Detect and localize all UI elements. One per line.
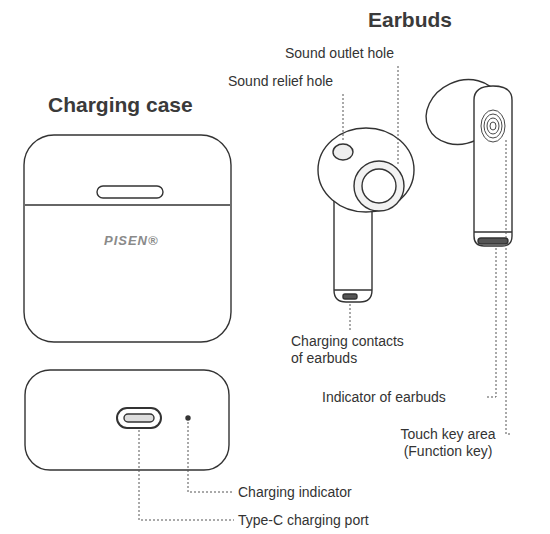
section-heading: Charging case [48, 92, 193, 117]
stem-band [334, 289, 372, 290]
section-heading: Earbuds [368, 7, 452, 32]
part-label: Sound outlet hole [285, 45, 394, 62]
fingerprint-icon [481, 110, 505, 142]
sound-outlet-hole [362, 169, 396, 203]
type-c-port-inner [124, 414, 154, 422]
leader-lines [139, 66, 510, 520]
earbud-indicator [478, 238, 508, 244]
part-label: Indicator of earbuds [322, 389, 446, 406]
sound-relief-hole [333, 144, 353, 160]
charging-case [24, 135, 231, 342]
earbud-head [318, 128, 414, 212]
part-label: Type-C charging port [238, 512, 369, 529]
part-label: Charging indicator [238, 484, 352, 501]
case-slot [97, 186, 163, 198]
type-c-port [117, 408, 161, 428]
charging-contacts [343, 294, 357, 299]
part-label: Sound relief hole [228, 73, 333, 90]
part-label: Touch key area (Function key) [388, 426, 508, 460]
charging-indicator-dot [186, 416, 190, 420]
part-label: Charging contacts of earbuds [291, 333, 416, 367]
brand-logo: PISEN® [104, 232, 159, 249]
case-seam [25, 204, 230, 205]
case-bottom [25, 370, 229, 470]
sound-outlet-ring [354, 161, 404, 211]
